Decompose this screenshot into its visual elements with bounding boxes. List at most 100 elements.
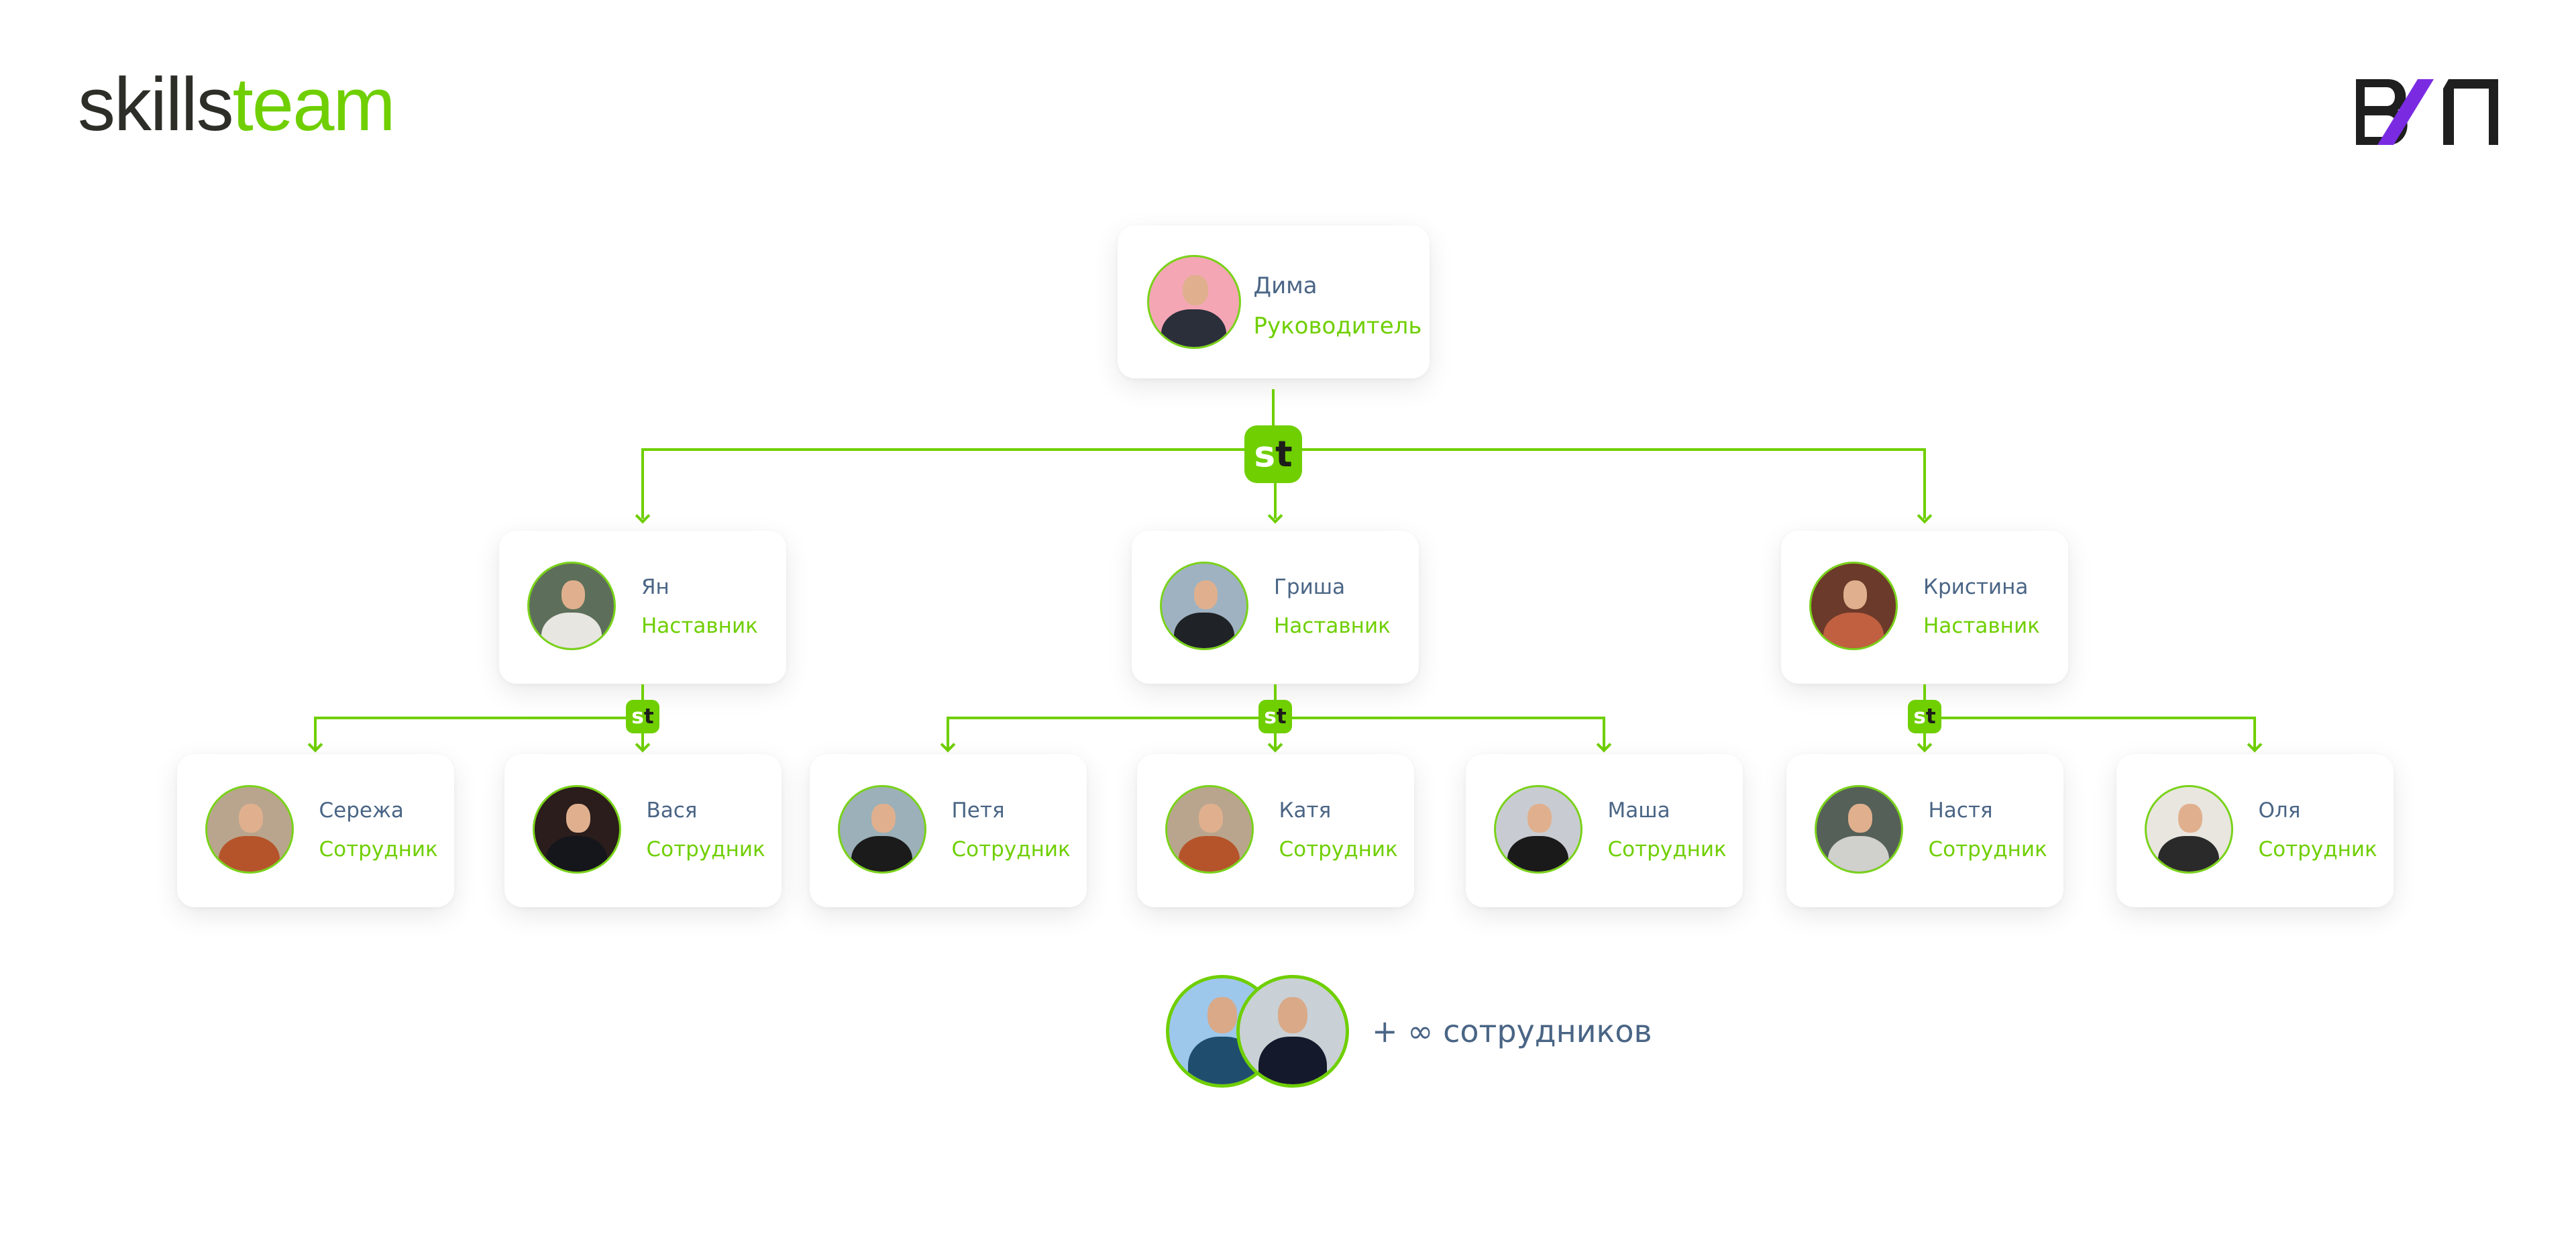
avatar-body — [1173, 613, 1235, 648]
skillsteam-logo: skillsteam — [78, 67, 396, 142]
person-name: Настя — [1928, 798, 1993, 823]
person-role: Наставник — [1923, 614, 2040, 638]
avatar-head — [2178, 804, 2202, 833]
avatar — [527, 562, 616, 650]
person-role: Сотрудник — [1928, 837, 2047, 862]
arrow-down-icon — [1596, 737, 1612, 753]
person-role: Сотрудник — [1607, 837, 1727, 862]
avatar-head — [1207, 997, 1238, 1034]
connector-line — [947, 717, 949, 749]
avatar — [837, 785, 926, 874]
more-employees-label: + ∞ сотрудников — [1372, 1013, 1652, 1049]
avatar-body — [541, 613, 602, 648]
arrow-down-icon — [1917, 737, 1933, 753]
arrow-down-icon — [635, 508, 651, 524]
badge-s: s — [1264, 705, 1277, 729]
person-name: Гриша — [1274, 575, 1346, 599]
logo-part-team: team — [232, 62, 396, 146]
connector-line — [315, 717, 643, 719]
connector-line — [1923, 684, 1926, 711]
arrow-down-icon — [1917, 508, 1933, 524]
avatar — [532, 785, 621, 874]
avatar-body — [1161, 309, 1226, 347]
person-name: Дима — [1253, 272, 1318, 299]
person-role: Сотрудник — [319, 837, 438, 862]
avatar-head — [1848, 804, 1872, 833]
person-name: Сережа — [319, 798, 404, 823]
connector-line — [1925, 717, 2255, 719]
avatar-head — [239, 804, 263, 833]
connector-line — [641, 684, 644, 711]
person-name: Кристина — [1923, 575, 2029, 599]
avatar-body — [219, 836, 280, 872]
connector-line — [1603, 717, 1605, 749]
badge-s: s — [631, 705, 644, 729]
person-name: Катя — [1279, 798, 1332, 823]
avatar-head — [561, 580, 586, 610]
person-name: Оля — [2258, 798, 2301, 823]
avatar — [1146, 255, 1241, 349]
avatar-head — [871, 804, 896, 833]
badge-t: t — [1925, 705, 1936, 729]
avatar-head — [566, 804, 590, 833]
avatar — [205, 785, 294, 874]
person-role: Наставник — [641, 614, 758, 638]
avatar-body — [2158, 836, 2219, 872]
avatar — [2144, 785, 2233, 874]
avatar — [1809, 562, 1898, 650]
avatar — [1814, 785, 1903, 874]
badge-s: s — [1913, 705, 1926, 729]
avatar-body — [1823, 613, 1884, 648]
person-role: Сотрудник — [951, 837, 1071, 862]
arrow-down-icon — [307, 737, 323, 753]
avatar-head — [1527, 804, 1552, 833]
avatar-head — [1183, 274, 1208, 306]
connector-line — [641, 448, 644, 519]
badge-t: t — [643, 705, 654, 729]
person-role: Руководитель — [1253, 313, 1422, 340]
person-name: Вася — [646, 798, 698, 823]
avatar — [1160, 562, 1248, 650]
logo-part-skills: skills — [78, 62, 234, 146]
arrow-down-icon — [1267, 508, 1283, 524]
avatar — [1165, 785, 1254, 874]
more-avatar — [1236, 975, 1349, 1088]
badge-s: s — [1254, 433, 1276, 475]
arrow-down-icon — [1267, 737, 1283, 753]
avatar-head — [1193, 580, 1218, 610]
avatar-body — [1258, 1036, 1327, 1084]
connector-line — [314, 717, 317, 749]
avatar-head — [1199, 804, 1223, 833]
avatar-body — [546, 836, 607, 872]
badge-t: t — [1276, 705, 1287, 729]
person-role: Сотрудник — [1279, 837, 1398, 862]
avatar-head — [1277, 997, 1308, 1034]
avatar-body — [851, 836, 912, 872]
person-role: Наставник — [1274, 614, 1391, 638]
connector-line — [2253, 717, 2256, 749]
vp-logo — [2356, 79, 2498, 145]
arrow-down-icon — [635, 737, 651, 753]
connector-line — [1274, 448, 1277, 519]
avatar-head — [1843, 580, 1868, 610]
avatar-body — [1507, 836, 1568, 872]
arrow-down-icon — [940, 737, 956, 753]
badge-t: t — [1275, 433, 1293, 475]
avatar-body — [1179, 836, 1240, 872]
person-role: Сотрудник — [646, 837, 765, 862]
